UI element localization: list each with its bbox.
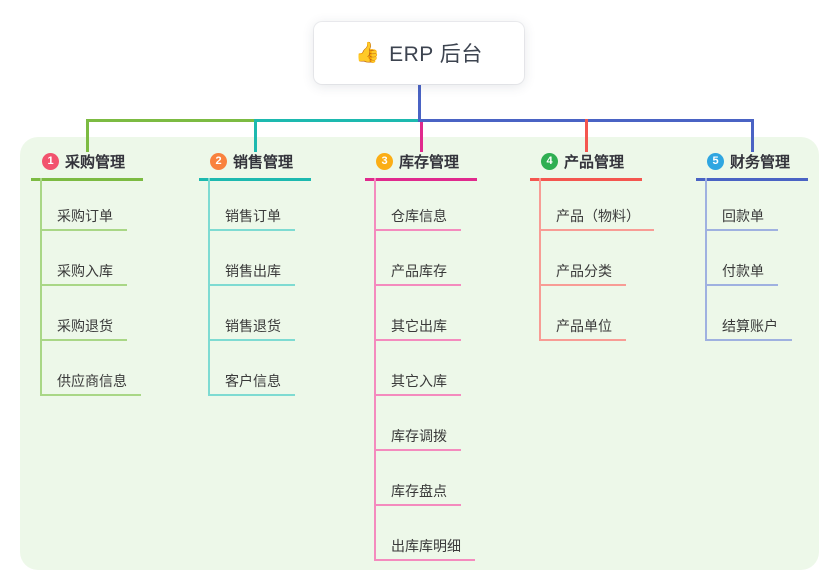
mindmap-child-node[interactable]: 其它出库 [374, 317, 461, 341]
branch-header-5[interactable]: 5 财务管理 [696, 150, 808, 181]
children-connector-line [40, 178, 42, 396]
mindmap-child-node[interactable]: 结算账户 [705, 317, 792, 341]
mindmap-child-node[interactable]: 出库库明细 [374, 537, 475, 561]
branch-header-3[interactable]: 3 库存管理 [365, 150, 477, 181]
mindmap-child-node[interactable]: 销售订单 [208, 207, 295, 231]
mindmap-child-node[interactable]: 付款单 [705, 262, 778, 286]
branch-label: 产品管理 [564, 153, 625, 171]
mindmap-child-node[interactable]: 仓库信息 [374, 207, 461, 231]
branch-number-badge: 3 [376, 152, 393, 170]
children-connector-line [208, 178, 210, 396]
mindmap-child-node[interactable]: 采购订单 [40, 207, 127, 231]
mindmap-child-node[interactable]: 其它入库 [374, 372, 461, 396]
mindmap-child-node[interactable]: 销售退货 [208, 317, 295, 341]
drop-line-branch-2 [254, 119, 257, 152]
root-node[interactable]: 👍 ERP 后台 [314, 22, 524, 84]
branch-number-badge: 1 [42, 152, 59, 170]
branch-label: 采购管理 [65, 153, 126, 171]
mindmap-child-node[interactable]: 库存盘点 [374, 482, 461, 506]
children-connector-line [705, 178, 707, 341]
mindmap-child-node[interactable]: 回款单 [705, 207, 778, 231]
root-label: ERP 后台 [389, 43, 483, 66]
drop-line-branch-4 [585, 119, 588, 152]
root-trunk-line [418, 85, 421, 122]
mindmap-child-node[interactable]: 库存调拨 [374, 427, 461, 451]
thumbs-up-icon: 👍 [355, 42, 381, 64]
mindmap-child-node[interactable]: 客户信息 [208, 372, 295, 396]
drop-line-branch-1 [86, 119, 89, 152]
children-connector-line [539, 178, 541, 341]
drop-line-branch-5 [751, 119, 754, 152]
branch-label: 库存管理 [399, 153, 460, 171]
children-connector-line [374, 178, 376, 561]
mindmap-child-node[interactable]: 采购入库 [40, 262, 127, 286]
mindmap-child-node[interactable]: 产品（物料） [539, 207, 654, 231]
branch-label: 财务管理 [730, 153, 791, 171]
mindmap-child-node[interactable]: 采购退货 [40, 317, 127, 341]
mindmap-child-node[interactable]: 产品单位 [539, 317, 626, 341]
branch-number-badge: 5 [707, 152, 724, 170]
mindmap-child-node[interactable]: 产品库存 [374, 262, 461, 286]
mindmap-child-node[interactable]: 供应商信息 [40, 372, 141, 396]
elbow-branch-2 [254, 119, 421, 122]
branch-label: 销售管理 [233, 153, 294, 171]
branch-header-4[interactable]: 4 产品管理 [530, 150, 642, 181]
mindmap-child-node[interactable]: 产品分类 [539, 262, 626, 286]
branch-number-badge: 4 [541, 152, 558, 170]
elbow-branch-1 [86, 119, 421, 122]
mindmap-child-node[interactable]: 销售出库 [208, 262, 295, 286]
branches-panel [20, 137, 819, 570]
branch-header-1[interactable]: 1 采购管理 [31, 150, 143, 181]
branch-number-badge: 2 [210, 152, 227, 170]
branch-header-2[interactable]: 2 销售管理 [199, 150, 311, 181]
drop-line-branch-3 [420, 122, 423, 152]
